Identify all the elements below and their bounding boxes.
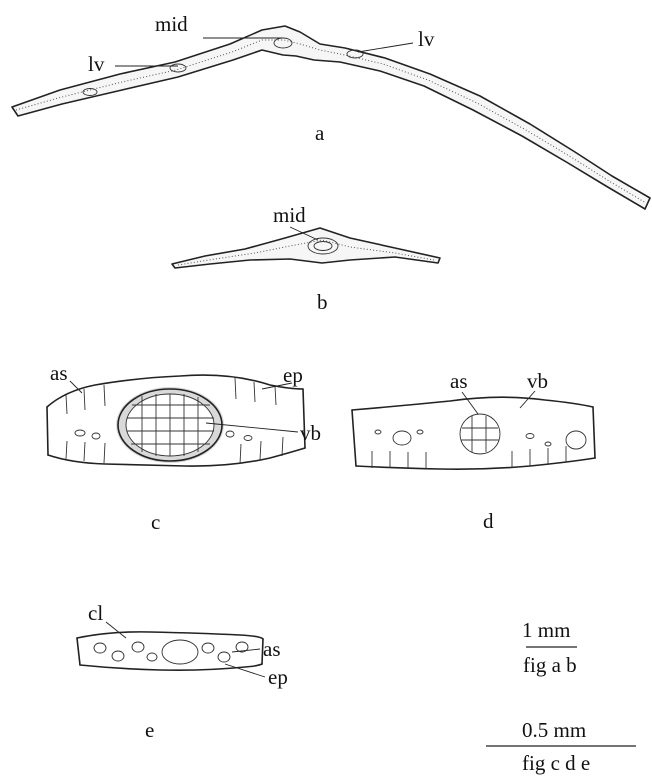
caption-a: a — [315, 121, 325, 145]
label-as-e: as — [263, 637, 281, 661]
caption-b: b — [317, 290, 328, 314]
leader-as-e — [232, 649, 260, 652]
panel-e-detail-section — [77, 632, 263, 670]
label-ep-e: ep — [268, 665, 288, 689]
label-vb-d: vb — [527, 369, 548, 393]
scale-bar-cde-caption: fig c d e — [522, 751, 590, 775]
label-cl: cl — [88, 601, 103, 625]
panel-c-detail-section — [47, 375, 305, 466]
scale-bar-ab: 1 mm fig a b — [522, 618, 577, 677]
label-lv-left: lv — [88, 52, 105, 76]
scale-bar-ab-caption: fig a b — [523, 653, 577, 677]
scale-bar-cde-value: 0.5 mm — [522, 718, 586, 742]
leader-ep-e — [225, 664, 265, 677]
caption-e: e — [145, 718, 154, 742]
scale-bar-cde: 0.5 mm fig c d e — [486, 718, 636, 775]
caption-c: c — [151, 510, 160, 534]
label-ep-c: ep — [283, 363, 303, 387]
label-as-c: as — [50, 361, 68, 385]
label-as-d: as — [450, 369, 468, 393]
leader-lv-right — [358, 43, 413, 52]
label-mid-a: mid — [155, 12, 188, 36]
label-mid-b: mid — [273, 203, 306, 227]
panel-a-leaf-section — [12, 26, 650, 209]
leader-vb-d — [520, 391, 535, 408]
caption-d: d — [483, 509, 494, 533]
scale-bar-ab-value: 1 mm — [522, 618, 570, 642]
label-lv-right: lv — [418, 27, 435, 51]
label-vb-c: vb — [300, 421, 321, 445]
leader-as-d — [462, 392, 478, 414]
leader-cl — [106, 622, 126, 638]
